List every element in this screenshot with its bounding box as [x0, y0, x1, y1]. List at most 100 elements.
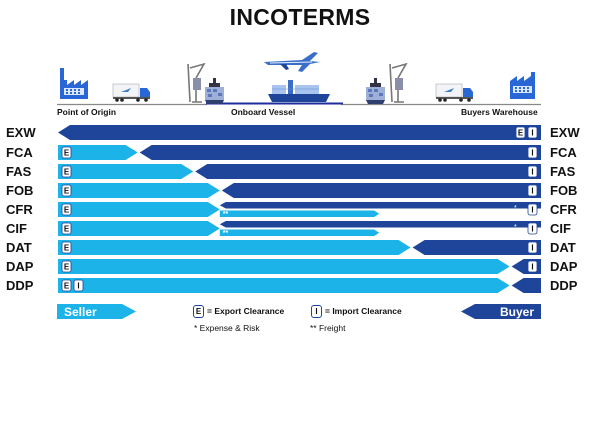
seller-segment [58, 221, 220, 236]
import-clearance-mark [527, 241, 538, 254]
buyer-label: Buyer [500, 305, 535, 319]
import-clearance-mark [527, 222, 538, 235]
import-clearance-mark-label: I [531, 129, 533, 138]
cargo-ship-icon [205, 78, 224, 104]
import-clearance-mark-label: I [531, 149, 533, 158]
import-clearance-mark [527, 126, 538, 139]
container-ship-icon [268, 80, 330, 102]
term-label-dap: DAP [550, 259, 578, 274]
seller-freight-segment [219, 210, 380, 217]
export-clearance-mark [61, 146, 72, 159]
location-vessel: Onboard Vessel [231, 107, 296, 117]
seller-segment [58, 145, 138, 160]
freight-mark: ** [223, 211, 229, 218]
import-clearance-mark [527, 203, 538, 216]
buyer-segment [58, 125, 541, 140]
export-clearance-mark-label: E [518, 129, 524, 138]
term-label-fca: FCA [550, 145, 577, 160]
export-clearance-mark [61, 222, 72, 235]
buyer-risk-segment [219, 221, 541, 228]
term-label-fas: FAS [550, 164, 576, 179]
export-clearance-mark [515, 126, 526, 139]
airplane-icon [264, 52, 320, 72]
location-destination: Buyers Warehouse [461, 107, 538, 117]
buyer-arrow [461, 304, 541, 319]
factory-icon [60, 68, 88, 99]
import-clearance-mark-label: I [531, 187, 533, 196]
seller-label: Seller [64, 305, 97, 319]
factory-icon [510, 72, 535, 99]
import-legend-text: = Import Clearance [325, 305, 402, 316]
import-clearance-mark-label: I [77, 282, 79, 291]
term-label-cif: CIF [550, 221, 571, 236]
term-label-fob: FOB [550, 183, 578, 198]
seller-segment [58, 202, 220, 217]
export-clearance-mark-label: E [64, 206, 70, 215]
import-clearance-mark-label: I [531, 206, 533, 215]
truck-icon [435, 83, 473, 102]
export-clearance-mark-label: E [64, 187, 70, 196]
seller-arrow [57, 304, 136, 319]
export-clearance-mark-label: E [64, 282, 70, 291]
freight-note: ** Freight [310, 323, 346, 333]
seller-segment [58, 183, 220, 198]
term-label-exw: EXW [6, 125, 36, 140]
seller-segment [58, 164, 194, 179]
buyer-segment [139, 145, 541, 160]
export-clearance-mark [61, 203, 72, 216]
buyer-segment [195, 164, 542, 179]
term-label-ddp: DDP [6, 278, 34, 293]
export-clearance-mark [61, 165, 72, 178]
legend-arrows [57, 304, 541, 319]
term-label-exw: EXW [550, 125, 580, 140]
seller-freight-segment [219, 229, 380, 236]
export-clearance-mark-label: E [64, 168, 70, 177]
import-clearance-mark-label: I [531, 168, 533, 177]
import-clearance-mark [527, 260, 538, 273]
export-clearance-mark [61, 279, 72, 292]
page-title: INCOTERMS [229, 4, 371, 30]
import-clearance-mark-label: I [531, 263, 533, 272]
legend-import: I= Import Clearance [311, 305, 402, 318]
truck-icon [112, 83, 150, 102]
import-clearance-mark [73, 279, 84, 292]
export-clearance-mark [61, 184, 72, 197]
freight-mark: ** [223, 230, 229, 237]
export-clearance-mark [61, 260, 72, 273]
export-box: E [193, 305, 204, 318]
export-clearance-mark-label: E [64, 244, 70, 253]
seller-segment [58, 240, 411, 255]
crane-icon [389, 62, 408, 103]
export-clearance-mark-label: E [64, 263, 70, 272]
buyer-segment [221, 183, 541, 198]
transport-illustration [57, 52, 541, 106]
seller-segment [58, 278, 510, 293]
term-label-cif: CIF [6, 221, 27, 236]
location-origin: Point of Origin [57, 107, 117, 117]
legend-export: E= Export Clearance [193, 305, 284, 318]
risk-mark: * [514, 205, 517, 212]
export-legend-text: = Export Clearance [207, 305, 285, 316]
buyer-segment [412, 240, 541, 255]
import-clearance-mark [527, 146, 538, 159]
expense-note: * Expense & Risk [194, 323, 260, 333]
term-label-ddp: DDP [550, 278, 578, 293]
export-clearance-mark [61, 241, 72, 254]
cargo-ship-icon [366, 78, 385, 104]
crane-icon [187, 62, 206, 103]
buyer-risk-segment [219, 202, 541, 209]
export-clearance-mark-label: E [64, 225, 70, 234]
risk-mark: * [514, 224, 517, 231]
seller-segment [58, 259, 510, 274]
import-clearance-mark [527, 165, 538, 178]
term-label-fas: FAS [6, 164, 32, 179]
import-box: I [311, 305, 322, 318]
import-clearance-mark-label: I [531, 225, 533, 234]
term-label-fob: FOB [6, 183, 34, 198]
import-clearance-mark-label: I [531, 244, 533, 253]
import-clearance-mark [527, 184, 538, 197]
term-label-fca: FCA [6, 145, 33, 160]
term-label-dat: DAT [550, 240, 576, 255]
